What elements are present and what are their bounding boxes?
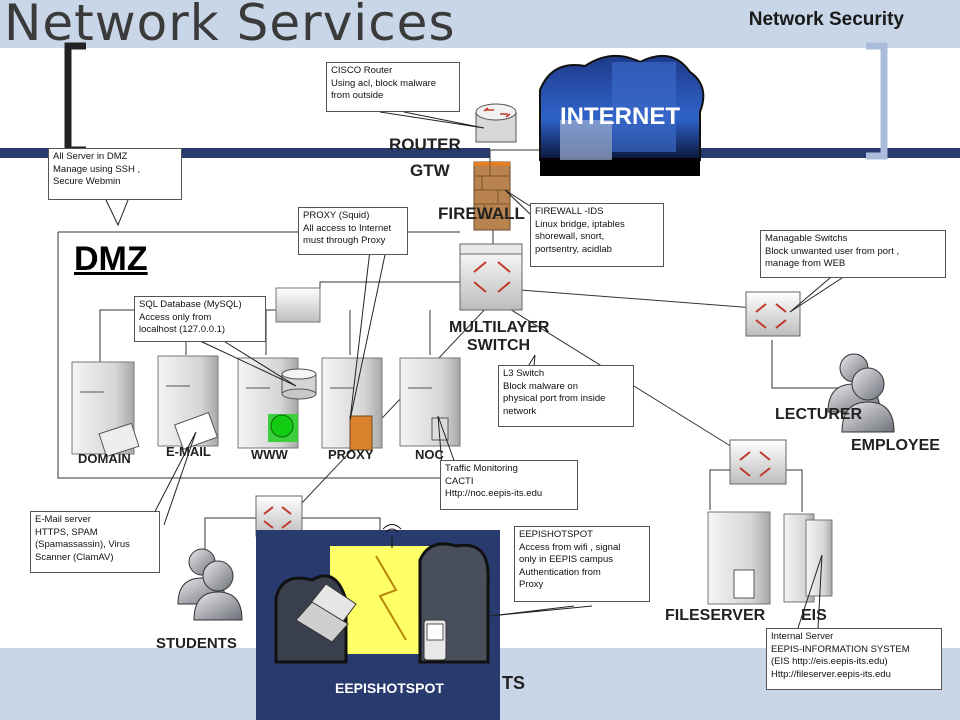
pda-icon — [423, 619, 447, 661]
callout-l3-switch: L3 Switch Block malware on physical port… — [498, 365, 634, 427]
database-icon — [281, 368, 317, 400]
server-domain-icon — [71, 361, 140, 458]
callout-line: EEPISHOTSPOT — [519, 529, 593, 540]
header-rule — [0, 148, 490, 158]
callout-line: Proxy — [519, 579, 544, 590]
callout-cisco-router: CISCO Router Using acl, block malware fr… — [326, 62, 460, 112]
wifi-antenna-icon — [382, 524, 402, 548]
multilayer-switch-icon — [459, 243, 523, 311]
callout-sql-database: SQL Database (MySQL) Access only from lo… — [134, 296, 266, 342]
server-noc-icon — [399, 357, 461, 447]
callout-line: PROXY (Squid) — [303, 210, 370, 221]
multilayer-label: MULTILAYER — [449, 319, 550, 336]
callout-line: Linux bridge, iptables — [535, 218, 625, 230]
callout-dmz-management: All Server in DMZ Manage using SSH , Sec… — [48, 148, 182, 200]
laptop-icon — [295, 583, 357, 643]
callout-line: portsentry, acidlab — [535, 243, 612, 255]
callout-line: Block malware on — [503, 380, 578, 392]
callout-line: physical port from inside — [503, 393, 606, 404]
callout-line: Traffic Monitoring — [445, 463, 518, 474]
hotspot-label: EEPISHOTSPOT — [335, 680, 444, 696]
callout-line: from outside — [331, 90, 384, 101]
router-label: ROUTER — [389, 135, 461, 154]
top-band — [0, 0, 960, 48]
dmz-switch-icon — [275, 287, 321, 323]
callout-line: Internal Server — [771, 631, 834, 642]
eis-label: EIS — [801, 607, 827, 624]
server-label-noc: NOC — [415, 447, 444, 462]
callout-line: E-Mail server — [35, 514, 91, 525]
hotspot-panel — [256, 524, 500, 720]
callout-line: EEPIS-INFORMATION SYSTEM — [771, 643, 910, 655]
access-switch-students-icon — [255, 495, 303, 537]
callout-line: SQL Database (MySQL) — [139, 299, 242, 310]
callout-internal-server: Internal Server EEPIS-INFORMATION SYSTEM… — [766, 628, 942, 690]
access-switch-fileserver-icon — [729, 439, 787, 485]
internet-label: INTERNET — [560, 103, 680, 130]
server-fileserver-icon — [707, 511, 771, 605]
callout-line: All Server in DMZ — [53, 151, 128, 162]
slide-title: Network Services — [4, 0, 456, 52]
callout-line: Secure Webmin — [53, 176, 121, 187]
gtw-label: GTW — [410, 161, 450, 180]
server-eis-icon — [783, 513, 833, 603]
callout-firewall-ids: FIREWALL -IDS Linux bridge, iptables sho… — [530, 203, 664, 267]
callout-line: only in EEPIS campus — [519, 554, 613, 565]
internet-cloud: INTERNET — [539, 54, 705, 176]
router-icon — [475, 103, 517, 143]
callout-proxy: PROXY (Squid) All access to Internet mus… — [298, 207, 408, 255]
lecturer-label: LECTURER — [775, 406, 863, 423]
callout-line: Managable Switchs — [765, 233, 848, 244]
callout-line: Http://noc.eepis-its.edu — [445, 488, 543, 499]
callout-line: HTTPS, SPAM — [35, 526, 98, 538]
server-proxy-icon — [321, 357, 383, 451]
callout-managable-switch: Managable Switchs Block unwanted user fr… — [760, 230, 946, 278]
firewall-label: FIREWALL — [438, 204, 525, 223]
callout-line: Http://fileserver.eepis-its.edu — [771, 668, 891, 680]
server-label-www: WWW — [251, 447, 288, 462]
callout-line: (Spamassassin), Virus — [35, 539, 130, 550]
right-bracket — [866, 42, 888, 160]
callout-line: manage from WEB — [765, 258, 846, 269]
callout-line: All access to Internet — [303, 222, 392, 234]
ts-label: TS — [502, 673, 526, 693]
callout-line: Authentication from — [519, 566, 601, 578]
callout-line: localhost (127.0.0.1) — [139, 324, 226, 335]
server-label-proxy: PROXY — [328, 447, 374, 462]
people-students-icon — [177, 548, 243, 621]
callout-line: Block unwanted user from port , — [765, 245, 900, 257]
dmz-label: DMZ — [74, 240, 148, 278]
callout-line: CACTI — [445, 475, 474, 487]
callout-line: shorewall, snort, — [535, 231, 605, 242]
callout-line: Access from wifi , signal — [519, 541, 621, 553]
callout-line: must through Proxy — [303, 235, 386, 246]
callout-line: Using acl, block malware — [331, 77, 437, 89]
server-label-email: E-MAIL — [166, 444, 211, 459]
employee-label: EMPLOYEE — [851, 437, 940, 454]
people-lecturer-icon — [827, 353, 895, 433]
server-label-domain: DOMAIN — [78, 451, 131, 466]
callout-email-server: E-Mail server HTTPS, SPAM (Spamassassin)… — [30, 511, 160, 573]
callout-eepishotspot: EEPISHOTSPOT Access from wifi , signal o… — [514, 526, 650, 602]
fileserver-label: FILESERVER — [665, 607, 766, 624]
callout-line: Access only from — [139, 311, 212, 323]
header-rule-right — [640, 148, 960, 158]
callout-line: L3 Switch — [503, 368, 545, 379]
server-email-icon — [157, 355, 219, 451]
access-switch-lecturer-icon — [745, 291, 801, 337]
callout-line: CISCO Router — [331, 65, 393, 76]
callout-line: network — [503, 405, 537, 417]
callout-line: Manage using SSH , — [53, 163, 141, 175]
switch-label: SWITCH — [467, 337, 531, 354]
firewall-icon — [473, 161, 511, 231]
callout-line: Scanner (ClamAV) — [35, 551, 114, 563]
callout-line: (EIS http://eis.eepis-its.edu) — [771, 656, 888, 667]
callout-line: FIREWALL -IDS — [535, 206, 604, 217]
callout-traffic-monitoring: Traffic Monitoring CACTI Http://noc.eepi… — [440, 460, 578, 510]
students-label: STUDENTS — [156, 635, 237, 652]
slide-subtitle: Network Security — [748, 9, 904, 30]
